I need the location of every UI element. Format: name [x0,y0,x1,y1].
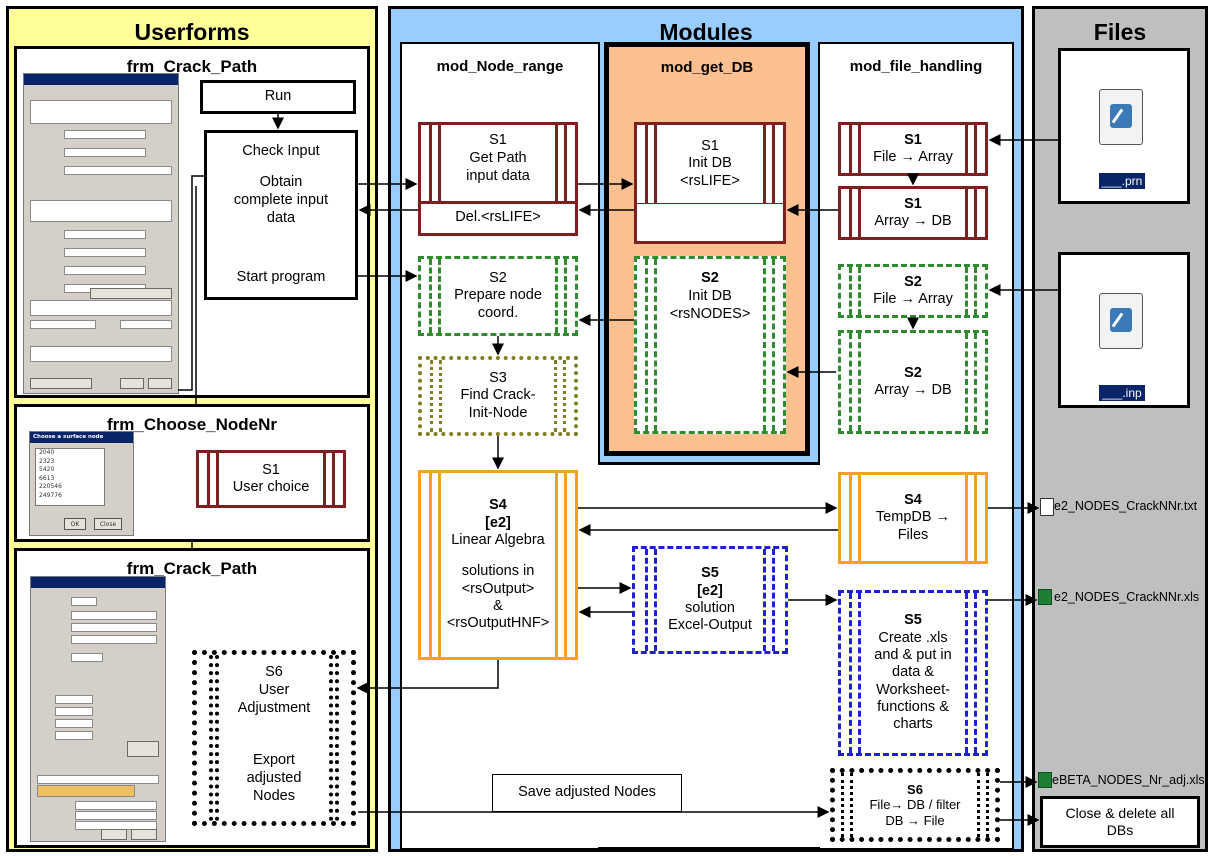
ok-button[interactable]: OK [64,518,86,530]
get-db-s1-box: S1 Init DB <rsLIFE> [634,122,786,206]
file-handling-s5-box: S5 Create .xls and & put in data & Works… [838,590,988,756]
file-handling-s6-title: S6 [907,781,923,797]
s1-user-choice-box: S1 User choice [196,450,346,508]
get-db-s2-box: S2 Init DB <rsNODES> [634,256,786,434]
file-handling-s1b-box: S1 Array → DB [838,186,988,240]
check-input-box: Check Input Obtain complete input data S… [204,130,358,300]
run-box: Run [200,80,356,114]
txt-file-label: e2_NODES_CrackNNr.txt [1054,499,1198,513]
s6-user-adjustment-box: S6 User Adjustment Export adjusted Nodes [192,650,356,826]
frm-choose-nodenr-title: frm_Choose_NodeNr [106,415,278,434]
modules-title: Modules [659,19,753,45]
file-handling-s1a-title: S1 [904,131,922,148]
choose-node-dialog: Choose a surface node 2040 2323 5420 661… [29,431,134,536]
start-program-label: Start program [236,269,326,285]
node-range-s4-title: S4 [489,497,507,514]
close-button[interactable]: Close [94,518,122,530]
form-screenshot-crack-path [23,73,179,394]
file-handling-s1a-box: S1 File → Array [838,122,988,176]
check-input-label: Check Input [242,143,320,159]
xls2-file-label: eBETA_NODES_Nr_adj.xls [1052,773,1205,787]
mod-node-range-title: mod_Node_range [436,58,564,75]
list-item[interactable]: 220546 [39,483,62,490]
line-form-to-check [178,175,204,391]
document-icon [1099,293,1143,349]
file-handling-s6-box: S6 File→ DB / filter DB → File [830,768,1000,842]
get-db-s5-title: S5 [701,565,719,582]
get-db-s1-title: S1 [701,137,719,154]
s1-choice-title: S1 [262,461,280,478]
node-range-s2-title: S2 [489,269,507,286]
node-range-del-label: Del.<rsLIFE> [455,209,541,225]
close-delete-dbs-box: Close & delete all DBs [1040,796,1200,848]
node-listbox[interactable]: 2040 2323 5420 6613 220546 249776 [35,448,105,506]
file-handling-s2a-box: S2 File → Array [838,264,988,318]
xls1-file-label: e2_NODES_CrackNNr.xls [1054,590,1200,604]
excel-file-icon [1038,589,1052,605]
excel-file-icon [1038,772,1052,788]
userforms-title: Userforms [134,19,250,45]
node-range-s2-box: S2 Prepare node coord. [418,256,578,336]
node-range-s3-box: S3 Find Crack- Init-Node [418,356,578,436]
dialog-titlebar: Choose a surface node [30,432,133,443]
inp-file-card: ___.inp [1058,252,1190,408]
form-screenshot-adjustments [30,576,166,842]
text-file-icon [1040,498,1054,516]
run-label: Run [264,88,292,105]
file-handling-s5-title: S5 [904,612,922,629]
list-item[interactable]: 2323 [39,457,55,465]
node-range-s3-title: S3 [489,369,507,386]
node-range-s4-box: S4 [e2] Linear Algebra solutions in <rsO… [418,470,578,660]
s6-adjust-title: S6 [265,664,283,680]
file-handling-s1b-title: S1 [904,195,922,212]
list-item[interactable]: 5420 [39,466,55,473]
list-item[interactable]: 2040 [39,449,55,456]
file-handling-s2b-title: S2 [904,364,922,381]
frm-crack-path-title: frm_Crack_Path [126,57,258,76]
file-handling-s2b-box: S2 Array → DB [838,330,988,434]
file-handling-s4-title: S4 [904,491,922,508]
node-range-s1-title: S1 [489,132,507,148]
document-icon [1099,89,1143,145]
files-title: Files [1093,19,1147,45]
mod-file-handling-title: mod_file_handling [849,58,983,75]
prn-file-label: ___.prn [1099,173,1145,189]
obtain-input-label: Obtain complete input data [233,174,329,227]
prn-file-card: ___.prn [1058,48,1190,204]
s1-choice-text: User choice [232,479,310,495]
file-handling-s4-box: S4 TempDB → Files [838,472,988,564]
frm-crack-path-2-title: frm_Crack_Path [126,559,258,578]
list-item[interactable]: 6613 [39,474,55,482]
get-db-s5-box: S5 [e2] solution Excel-Output [632,546,788,654]
node-range-s1-box: S1 Get Path input data Del.<rsLIFE> [418,122,578,236]
save-adjusted-nodes-label: Save adjusted Nodes [518,784,656,801]
form2-titlebar [31,577,165,588]
file-handling-s2a-title: S2 [904,273,922,290]
form-titlebar [24,74,178,85]
arrow-s4-to-s6 [356,660,499,694]
get-db-s2-title: S2 [701,270,719,286]
list-item[interactable]: 249776 [39,491,62,499]
mod-get-db-title: mod_get_DB [660,59,754,76]
inp-file-label: ___.inp [1099,385,1145,401]
